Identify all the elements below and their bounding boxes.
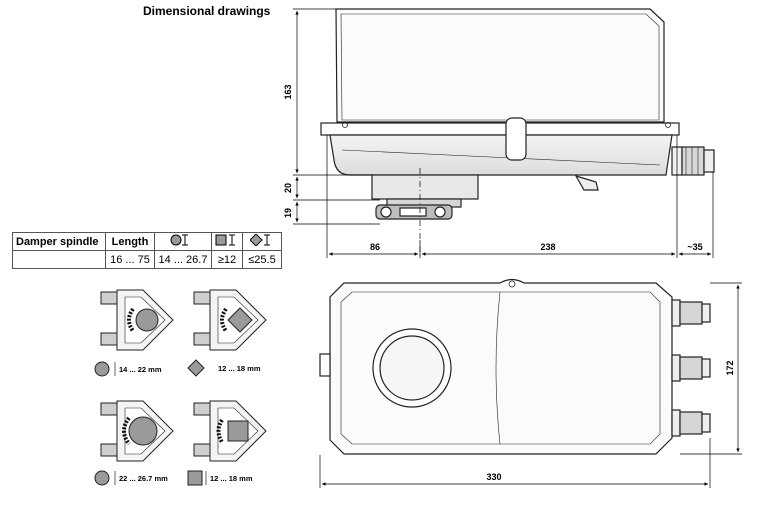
square-spindle-icon <box>211 232 243 251</box>
clamp-range-label: 14 ... 22 mm <box>119 365 162 374</box>
header-damper-spindle: Damper spindle <box>12 232 106 251</box>
table-cell: 14 ... 26.7 <box>154 250 212 269</box>
table-row: 16 ... 75 14 ... 26.7 ≥12 ≤25.5 <box>12 250 282 269</box>
table-cell: ≥12 <box>211 250 243 269</box>
clamp-detail <box>100 400 174 462</box>
clamp-detail <box>193 400 267 462</box>
top-view-dimensions <box>319 282 742 488</box>
clamp-detail <box>193 289 267 351</box>
dim-w3-label: ~35 <box>687 242 702 252</box>
dim-d2-label: 19 <box>283 208 293 218</box>
clamp-legend: 12 ... 18 mm <box>187 359 261 377</box>
cable-gland <box>671 299 711 327</box>
side-view <box>320 8 715 256</box>
clamp-detail <box>100 289 174 351</box>
side-view-dimensions <box>293 8 714 258</box>
clamp-range-label: 22 ... 26.7 mm <box>119 474 168 483</box>
top-view-dimension-labels: 172 330 <box>486 360 735 482</box>
dim-w2-label: 238 <box>540 242 555 252</box>
page-title: Dimensional drawings <box>143 4 271 18</box>
dim-d1-label: 20 <box>283 183 293 193</box>
spindle-table: Damper spindle Length 16 ... 75 14 ... 2… <box>12 232 282 269</box>
clamp-range-label: 12 ... 18 mm <box>218 364 261 373</box>
cable-gland <box>671 354 711 382</box>
clamp-legend: 22 ... 26.7 mm <box>94 470 168 486</box>
dim-top-height-label: 172 <box>725 360 735 375</box>
table-header-row: Damper spindle Length <box>12 232 282 251</box>
top-view <box>319 278 711 455</box>
side-view-dimension-labels: 163 20 19 86 238 ~35 <box>283 84 703 252</box>
table-cell: ≤25.5 <box>242 250 282 269</box>
table-cell: 16 ... 75 <box>105 250 155 269</box>
cable-gland <box>671 409 711 437</box>
dim-height-label: 163 <box>283 84 293 99</box>
clamp-legend: 14 ... 22 mm <box>94 361 162 377</box>
dim-top-width-label: 330 <box>486 472 501 482</box>
header-length: Length <box>105 232 155 251</box>
clamp-range-label: 12 ... 18 mm <box>210 474 253 483</box>
clamp-legend: 12 ... 18 mm <box>187 470 253 486</box>
dim-w1-label: 86 <box>370 242 380 252</box>
